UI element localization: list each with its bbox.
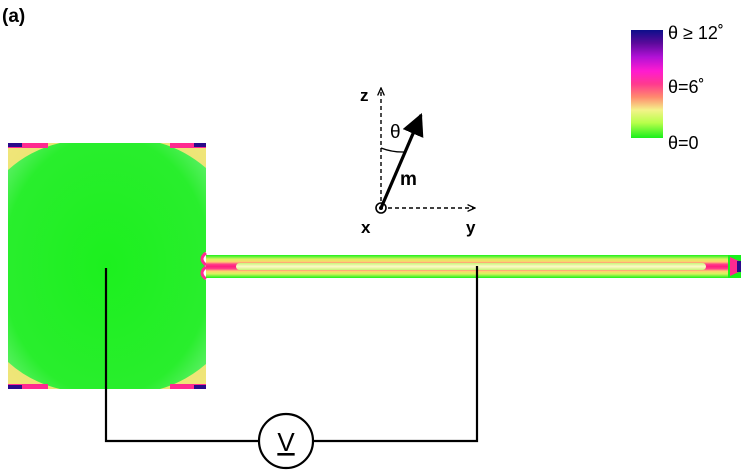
pad-corner-bl-max xyxy=(8,385,22,389)
notch-edge-top xyxy=(200,251,207,267)
magnetization-vector xyxy=(379,112,424,209)
y-axis-label: y xyxy=(466,218,476,237)
theta-label: θ xyxy=(390,122,401,143)
voltmeter-label: V xyxy=(277,427,295,457)
pad-corner-tl-max xyxy=(8,143,22,147)
pad-corner-tr-edge xyxy=(170,143,206,148)
colorbar xyxy=(631,30,663,138)
pad-corner-br xyxy=(160,364,206,389)
colorbar-min-label: θ=0 xyxy=(668,133,699,153)
wire-left xyxy=(104,268,259,443)
vector-label: m xyxy=(400,169,417,190)
pad-corner-tl-edge xyxy=(8,143,48,148)
colorbar-scale xyxy=(631,30,663,138)
voltmeter-circuit xyxy=(104,266,479,470)
strip-end-max xyxy=(737,261,741,272)
coordinate-axes xyxy=(375,88,475,214)
pad-corner-br-edge xyxy=(170,384,206,389)
pad-corner-tl xyxy=(8,143,60,170)
colorbar-max-label: θ ≥ 12˚ xyxy=(668,23,724,43)
pad-corner-tr-max xyxy=(194,143,206,147)
panel-label: (a) xyxy=(2,6,25,27)
wire-right xyxy=(313,266,479,443)
z-axis-label: z xyxy=(360,86,369,105)
colorbar-mid-label: θ=6˚ xyxy=(668,77,705,97)
x-axis-label: x xyxy=(361,218,371,237)
magnet-strip-core xyxy=(236,263,706,270)
pad-corner-br-max xyxy=(194,385,206,389)
notch-edge-bottom xyxy=(200,265,207,281)
pad-corner-bl xyxy=(8,362,60,389)
theta-arc xyxy=(380,147,405,153)
magnet-pad xyxy=(8,143,216,389)
pad-corner-bl-edge xyxy=(8,384,48,389)
voltmeter-symbol xyxy=(257,412,315,470)
pad-corner-tr xyxy=(160,143,206,168)
magnet-strip xyxy=(206,255,741,278)
